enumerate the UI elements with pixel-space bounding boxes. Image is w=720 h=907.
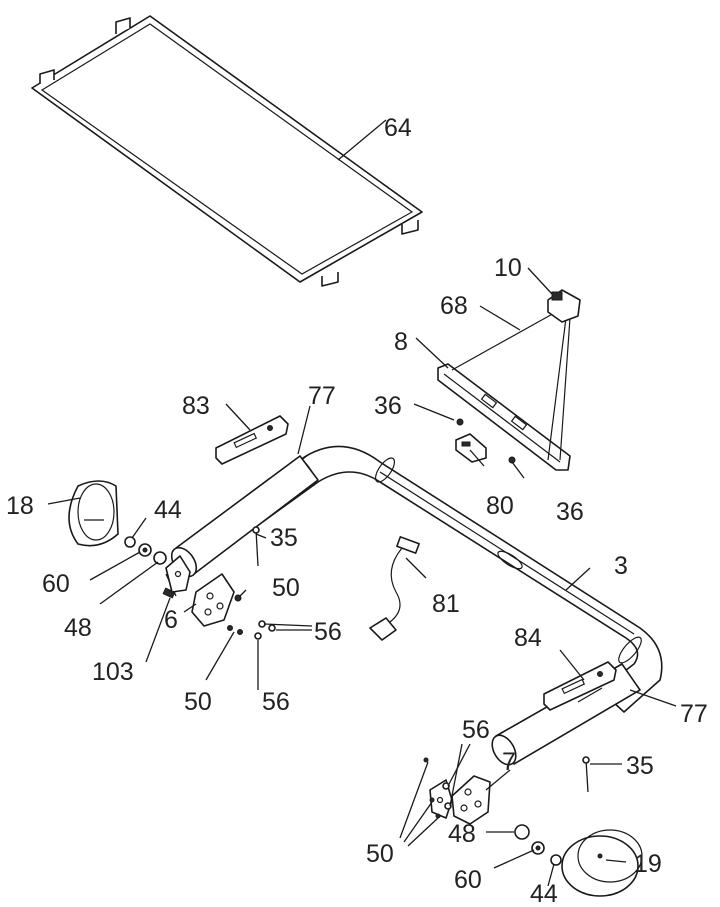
part-68-cable bbox=[451, 311, 571, 461]
part-8-backrest-bar bbox=[437, 363, 571, 471]
callout-50-bottom: 50 bbox=[366, 840, 394, 868]
part-35-bolt-right bbox=[582, 756, 590, 793]
callout-80: 80 bbox=[486, 492, 514, 520]
part-48-washer-right bbox=[514, 824, 530, 840]
callout-36-right: 36 bbox=[556, 498, 584, 526]
part-81-release-cable bbox=[369, 536, 420, 641]
callout-36-top: 36 bbox=[374, 392, 402, 420]
part-60-washer-right bbox=[531, 841, 545, 855]
callout-50-top: 50 bbox=[272, 574, 300, 602]
callout-81: 81 bbox=[432, 590, 460, 618]
callout-35-left: 35 bbox=[270, 524, 298, 552]
callout-83: 83 bbox=[182, 392, 210, 420]
callout-7: 7 bbox=[502, 748, 516, 776]
part-18-wheel-cap bbox=[68, 480, 119, 547]
part-84-handle bbox=[543, 661, 617, 711]
callout-19: 19 bbox=[634, 850, 662, 878]
callout-6: 6 bbox=[164, 606, 178, 634]
callout-77-top: 77 bbox=[308, 382, 336, 410]
part-50-screws-c bbox=[423, 757, 441, 819]
callout-8: 8 bbox=[394, 328, 408, 356]
callout-84: 84 bbox=[514, 624, 542, 652]
callout-56-bottom: 56 bbox=[462, 716, 490, 744]
callout-56-top: 56 bbox=[314, 618, 342, 646]
callout-103: 103 bbox=[92, 658, 134, 686]
callout-48-left: 48 bbox=[64, 614, 92, 642]
part-64-seat-board bbox=[31, 15, 423, 287]
callout-35-right: 35 bbox=[626, 752, 654, 780]
callout-44-left: 44 bbox=[154, 496, 182, 524]
callout-64: 64 bbox=[384, 114, 412, 142]
part-56-pin-b bbox=[254, 632, 262, 640]
part-50-screw-b bbox=[227, 625, 243, 635]
callout-68: 68 bbox=[440, 292, 468, 320]
part-48-washer-left bbox=[153, 551, 167, 565]
callout-56-mid: 56 bbox=[262, 688, 290, 716]
callout-50-mid: 50 bbox=[184, 688, 212, 716]
part-36-screw-upper bbox=[456, 418, 464, 426]
callout-18: 18 bbox=[6, 492, 34, 520]
part-80-latch bbox=[455, 433, 487, 463]
part-56-pins-c bbox=[442, 782, 452, 810]
callout-10: 10 bbox=[494, 254, 522, 282]
leader-lines bbox=[47, 119, 677, 887]
part-35-bolt-left bbox=[252, 526, 260, 567]
part-10-bracket bbox=[547, 289, 581, 323]
part-44-nut-right bbox=[550, 854, 562, 866]
part-77-tube-left bbox=[170, 455, 319, 578]
part-19-wheel-cap bbox=[561, 829, 643, 897]
callout-labels: 64 10 68 8 83 77 36 80 36 18 44 35 60 50… bbox=[6, 114, 708, 907]
part-83-handle bbox=[215, 415, 289, 465]
part-44-nut-left bbox=[124, 536, 136, 548]
callout-77-right: 77 bbox=[680, 700, 708, 728]
part-56-pin-a bbox=[258, 620, 276, 632]
callout-48-right: 48 bbox=[448, 820, 476, 848]
part-60-washer-left bbox=[138, 543, 152, 557]
part-hinge-bracket-left bbox=[165, 555, 191, 593]
part-7-hinge-plate bbox=[451, 775, 491, 825]
callout-60-left: 60 bbox=[42, 570, 70, 598]
part-50-screw-a bbox=[234, 594, 242, 602]
callout-3: 3 bbox=[614, 552, 628, 580]
part-6-hinge-plate bbox=[191, 573, 235, 627]
callout-60-right: 60 bbox=[454, 866, 482, 894]
callout-44-right: 44 bbox=[530, 880, 558, 907]
